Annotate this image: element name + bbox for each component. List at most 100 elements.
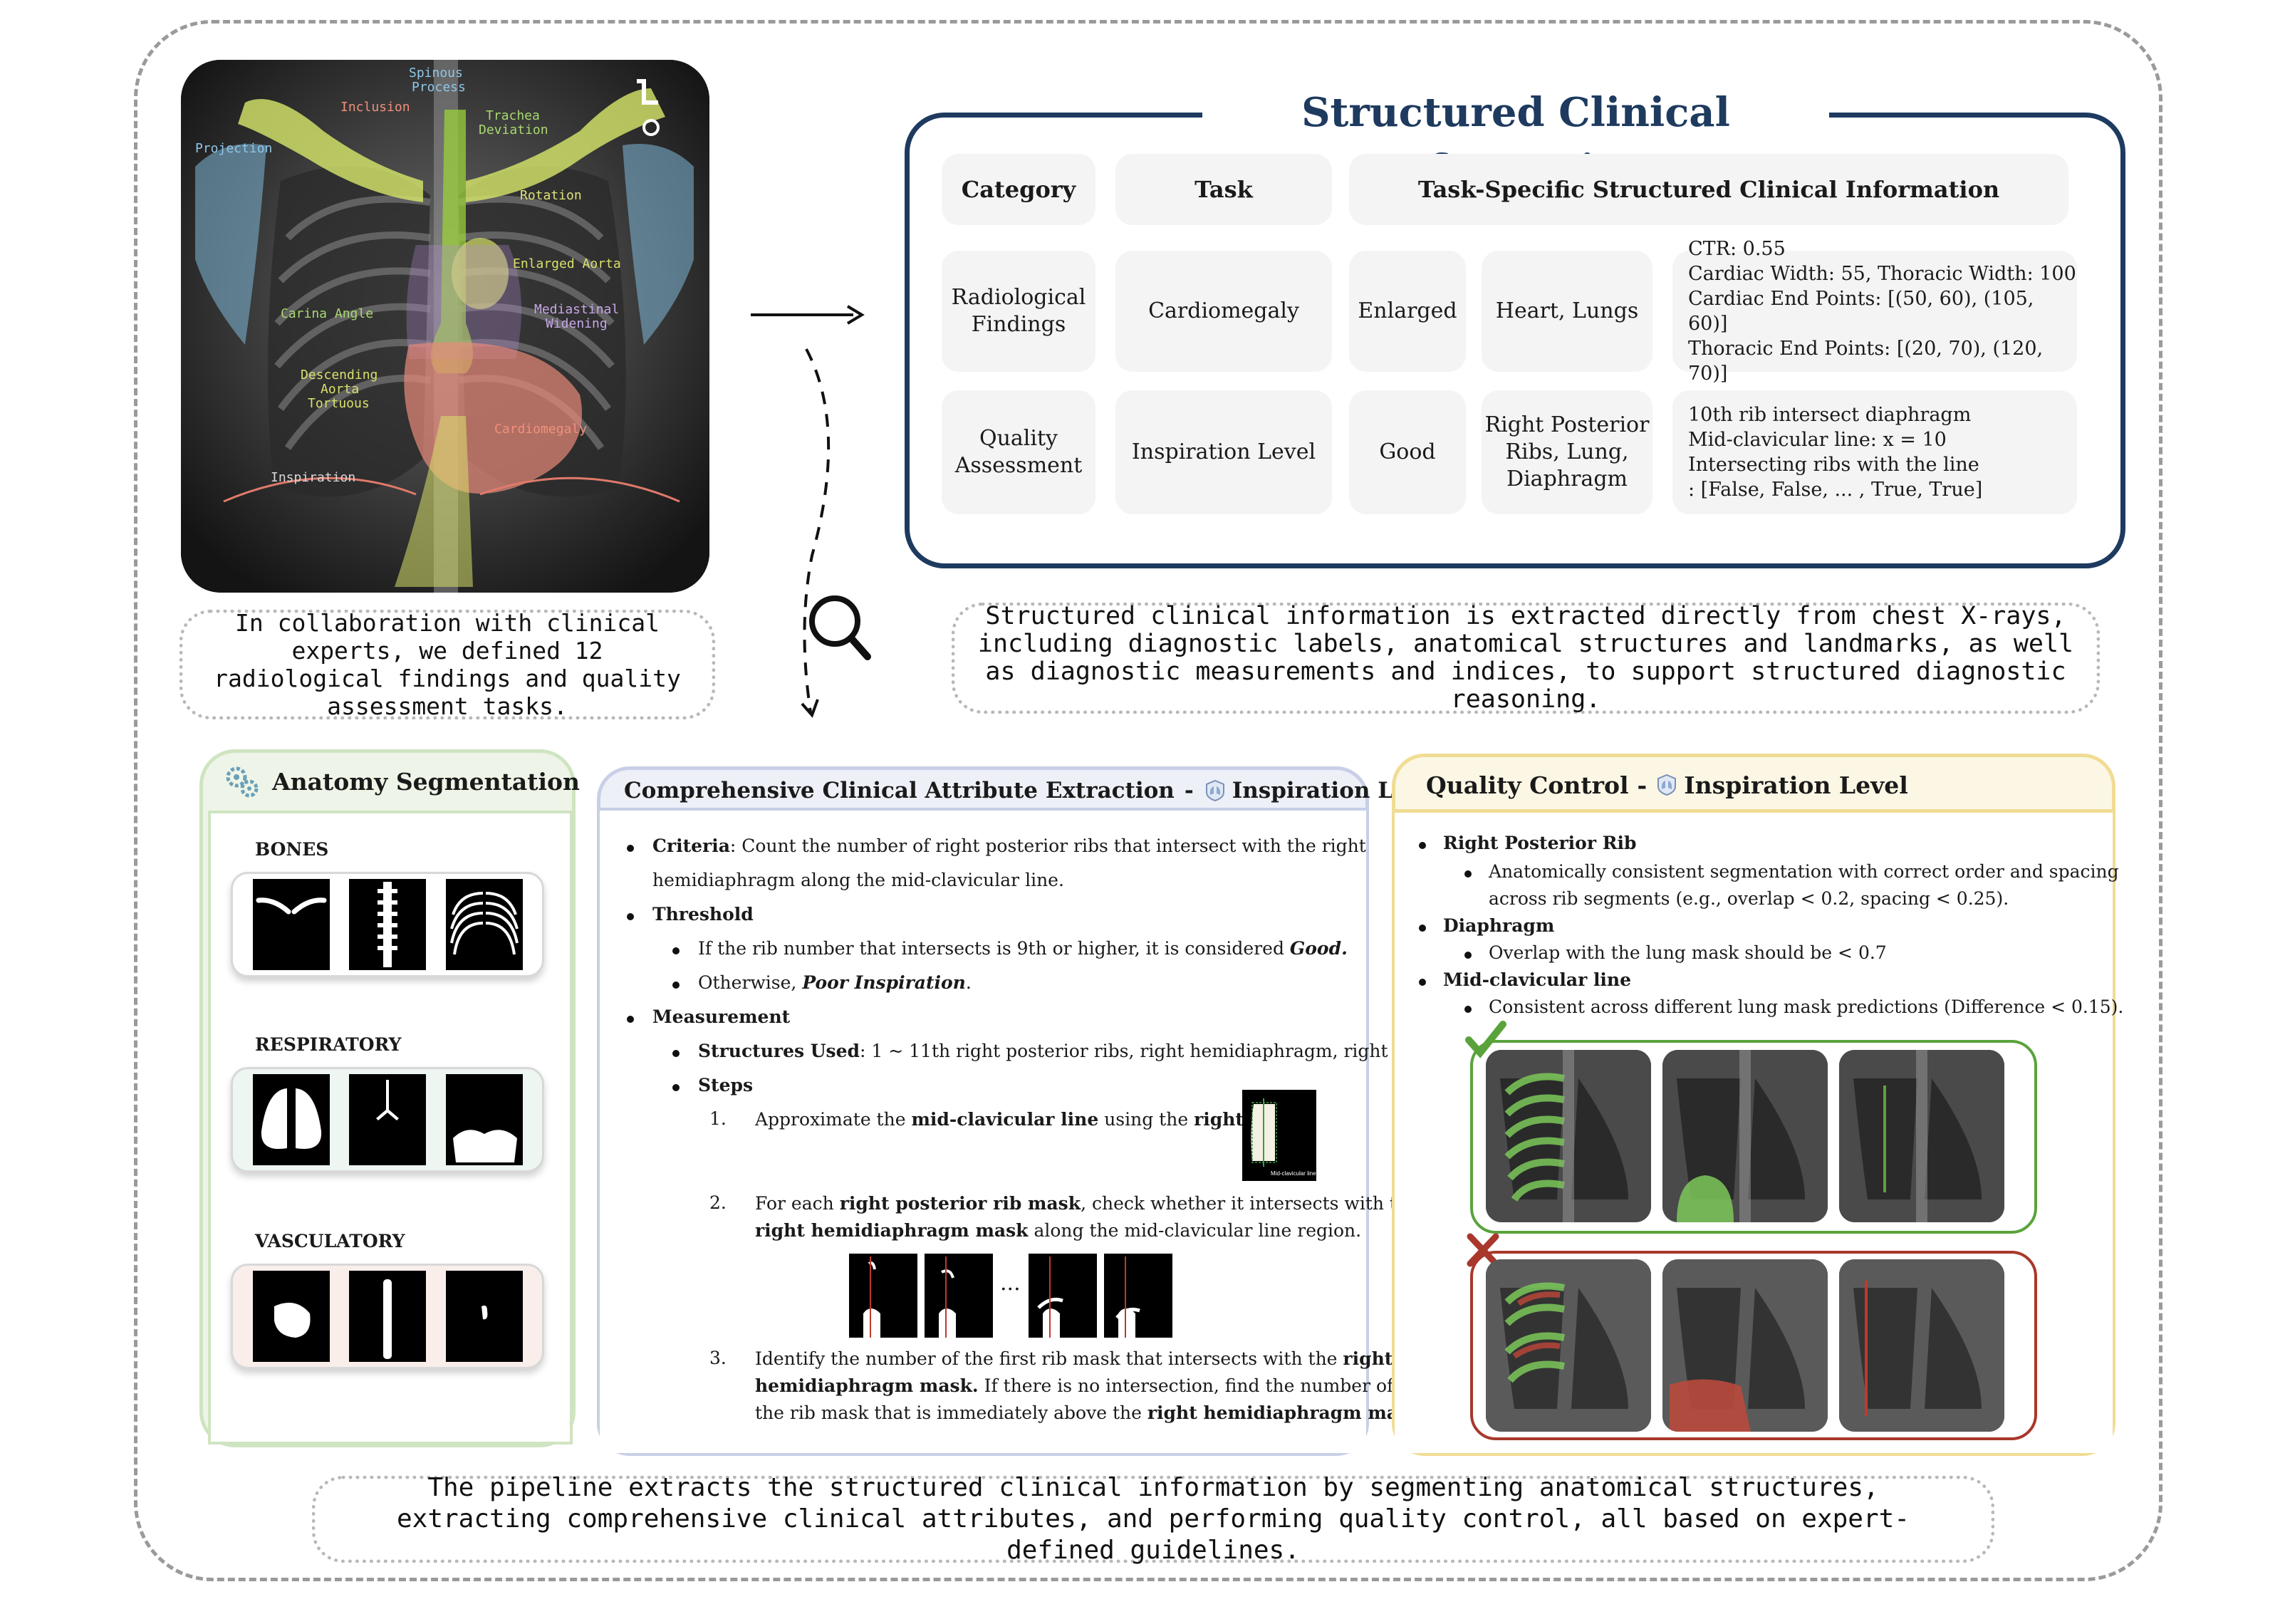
group-label-bones: BONES: [255, 839, 329, 860]
label-trachea-deviation: Trachea: [486, 108, 540, 123]
clavicle-mask: [252, 879, 330, 970]
thumb-ellipsis: ...: [1000, 1271, 1021, 1296]
qc-item-midclavicular-text: Consistent across different lung mask pr…: [1489, 996, 2124, 1017]
pipeline-summary: The pipeline extracts the structured cli…: [312, 1473, 1994, 1565]
ribs-mask: [445, 879, 523, 970]
rib-thumb-11: [1104, 1254, 1172, 1338]
row2-info: 10th rib intersect diaphragm Mid-clavicu…: [1672, 390, 2077, 514]
threshold-poor: Otherwise, Poor Inspiration.: [698, 972, 972, 993]
svg-text:Mid-clavicular line: Mid-clavicular line: [1271, 1170, 1316, 1177]
vessel-mask: [445, 1271, 523, 1362]
extraction-note: Structured clinical information is extra…: [952, 603, 2100, 714]
step2-number: 2.: [709, 1192, 727, 1213]
label-descending-aorta: Descending: [301, 368, 378, 382]
step3-text-2: hemidiaphragm mask. If there is no inter…: [755, 1375, 1394, 1396]
threshold-good: If the rib number that intersects is 9th…: [698, 938, 1348, 959]
step2-text-2: right hemidiaphragm mask along the mid-c…: [755, 1220, 1362, 1241]
svg-text:Process: Process: [412, 80, 466, 95]
aorta-mask: [349, 1271, 426, 1362]
lung-mask: [252, 1074, 330, 1165]
check-icon: [1465, 1021, 1506, 1058]
row2-category: Quality Assessment: [942, 390, 1095, 514]
qc-subtitle: Inspiration Level: [1684, 771, 1908, 799]
cce-header: Comprehensive Clinical Attribute Extract…: [624, 778, 1443, 803]
header-category: Category: [942, 154, 1095, 225]
lung-shield-icon: [1205, 779, 1224, 802]
cross-icon: [1467, 1233, 1499, 1267]
anatomy-title: Anatomy Segmentation: [272, 767, 581, 796]
row1-info: CTR: 0.55 Cardiac Width: 55, Thoracic Wi…: [1672, 238, 2077, 385]
outer-frame: [134, 20, 2162, 1581]
trachea-mask: [349, 1074, 426, 1165]
steps-label: Steps: [698, 1075, 754, 1095]
label-carina-angle: Carina Angle: [281, 306, 373, 321]
spine-mask: [349, 879, 426, 970]
row1-category: Radiological Findings: [942, 251, 1095, 372]
lung-shield-icon: [1657, 774, 1677, 796]
qc-fail-diaphragm-thumb: [1662, 1259, 1828, 1432]
row2-task: Inspiration Level: [1115, 390, 1332, 514]
row1-label: Enlarged: [1349, 251, 1466, 372]
label-projection: Projection: [195, 141, 272, 156]
respiratory-masks: [231, 1067, 544, 1172]
rib-thumb-1: [849, 1254, 917, 1338]
collaboration-note: In collaboration with clinical experts, …: [179, 609, 715, 720]
qc-item-diaphragm: Diaphragm: [1443, 915, 1555, 936]
label-mediastinal-widening: Mediastinal: [534, 302, 619, 317]
threshold-label: Threshold: [652, 904, 754, 925]
rib-thumb-10: [1029, 1254, 1097, 1338]
step1-text: Approximate the mid-clavicular line usin…: [755, 1109, 1301, 1130]
flow-arrows: [751, 305, 871, 718]
criteria-line: Criteria: Count the number of right post…: [652, 836, 1366, 856]
svg-text:Tortuous: Tortuous: [308, 396, 370, 411]
label-cardiomegaly: Cardiomegaly: [494, 422, 587, 437]
cce-title: Comprehensive Clinical Attribute Extract…: [624, 778, 1175, 803]
vasculatory-masks: [231, 1264, 544, 1369]
bones-masks: [231, 872, 544, 977]
row2-structures: Right Posterior Ribs, Lung, Diaphragm: [1482, 390, 1652, 514]
qc-fail-row: [1470, 1251, 2037, 1440]
rib-thumb-2: [925, 1254, 993, 1338]
group-label-vasculatory: VASCULATORY: [255, 1231, 405, 1251]
diaphragm-mask: [445, 1074, 523, 1165]
step3-text-3: the rib mask that is immediately above t…: [755, 1402, 1426, 1423]
row2-label: Good: [1349, 390, 1466, 514]
qc-item-diaphragm-text: Overlap with the lung mask should be < 0…: [1489, 942, 1887, 963]
row1-structures: Heart, Lungs: [1482, 251, 1652, 372]
annotated-chest-xray: Spinous Process Inclusion Trachea Deviat…: [181, 60, 709, 593]
label-enlarged-aorta: Enlarged Aorta: [513, 256, 621, 271]
sci-title: Structured Clinical Information: [1202, 84, 1829, 193]
row1-task: Cardiomegaly: [1115, 251, 1332, 372]
qc-pass-line-thumb: [1839, 1050, 2004, 1222]
qc-fail-rib-thumb: [1486, 1259, 1651, 1432]
qc-item-rib-text-2: across rib segments (e.g., overlap < 0.2…: [1489, 888, 2009, 909]
label-spinous-process: Spinous: [409, 66, 463, 80]
svg-text:Aorta: Aorta: [321, 382, 359, 397]
header-structured-info: Task-Specific Structured Clinical Inform…: [1349, 154, 2068, 225]
measurement-label: Measurement: [652, 1006, 791, 1027]
qc-title: Quality Control: [1426, 771, 1629, 799]
qc-header: Quality Control - Inspiration Level: [1426, 771, 1908, 799]
mid-clavicular-thumbnail: Mid-clavicular line: [1242, 1090, 1316, 1181]
qc-item-rib: Right Posterior Rib: [1443, 833, 1637, 853]
heart-mask: [252, 1271, 330, 1362]
svg-text:Deviation: Deviation: [479, 123, 548, 137]
cce-body: [600, 808, 1366, 1453]
qc-pass-rib-thumb: [1486, 1050, 1651, 1222]
step2-text: For each right posterior rib mask, check…: [755, 1193, 1419, 1214]
magnifier-icon: [809, 595, 871, 660]
label-rotation: Rotation: [520, 188, 582, 203]
qc-pass-row: [1470, 1040, 2037, 1234]
step1-number: 1.: [709, 1108, 727, 1129]
structures-used: Structures Used: 1 ~ 11th right posterio…: [698, 1041, 1434, 1061]
qc-pass-diaphragm-thumb: [1662, 1050, 1828, 1222]
step3-text: Identify the number of the first rib mas…: [755, 1348, 1393, 1369]
anatomy-header: Anatomy Segmentation: [221, 756, 580, 806]
qc-fail-line-thumb: [1839, 1259, 2004, 1432]
gears-icon: [226, 766, 259, 798]
label-inclusion: Inclusion: [340, 100, 410, 115]
step3-number: 3.: [709, 1348, 727, 1368]
group-label-respiratory: RESPIRATORY: [255, 1034, 402, 1055]
svg-text:Widening: Widening: [546, 316, 608, 331]
label-inspiration: Inspiration: [271, 470, 355, 485]
